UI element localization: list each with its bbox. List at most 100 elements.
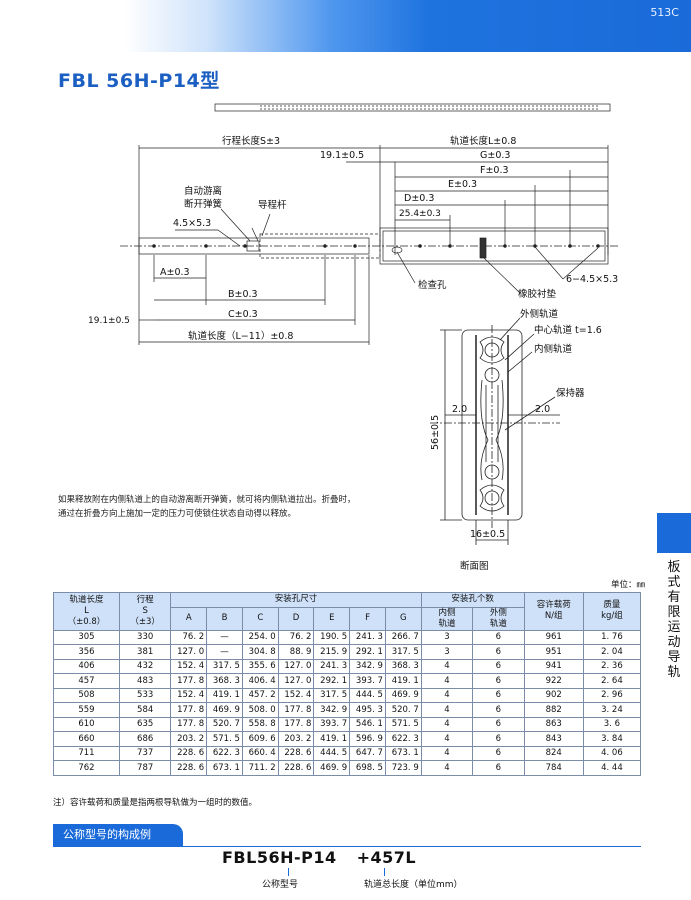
label-inspection-hole: 检查孔 <box>418 279 447 291</box>
table-cell: 317. 5 <box>206 658 243 674</box>
table-cell: 444. 5 <box>349 687 386 703</box>
table-cell: 660 <box>53 731 120 747</box>
table-cell: 711 <box>53 745 120 761</box>
table-cell: 356 <box>53 644 120 660</box>
side-char: 轨 <box>667 665 681 680</box>
table-cell: 381 <box>118 644 172 660</box>
table-cell: 673. 1 <box>384 745 422 761</box>
table-cell: 393. 7 <box>313 716 351 732</box>
table-cell: 88. 9 <box>277 644 315 660</box>
table-cell: 6 <box>472 673 525 689</box>
dim-19-1-top: 19.1±0.5 <box>320 150 364 161</box>
table-cell: 2. 04 <box>582 644 642 660</box>
model-caption: 公称型号 <box>262 880 299 890</box>
table-cell: 698. 5 <box>349 760 386 776</box>
header-banner: 513C <box>0 0 691 52</box>
table-cell: 6 <box>472 731 525 747</box>
dim-c: C±0.3 <box>228 309 258 320</box>
table-cell: 190. 5 <box>313 629 351 645</box>
table-cell: 6 <box>472 644 525 660</box>
table-cell: 292. 1 <box>313 673 351 689</box>
side-tab <box>657 513 691 553</box>
label-auto-spring-1: 自动游离 <box>184 185 222 197</box>
dim-height: 56±0.5 <box>430 415 441 450</box>
table-cell: 241. 3 <box>349 629 386 645</box>
table-cell: 393. 7 <box>349 673 386 689</box>
table-cell: — <box>206 644 243 660</box>
table-cell: 4 <box>420 702 474 718</box>
table-cell: 686 <box>118 731 172 747</box>
table-cell: 368. 3 <box>384 658 422 674</box>
table-cell: 571. 5 <box>206 731 243 747</box>
side-char: 导 <box>667 650 681 665</box>
model-code: FBL56H-P14 <box>222 848 337 867</box>
table-cell: 711. 2 <box>241 760 279 776</box>
table-cell: 152. 4 <box>170 687 208 703</box>
table-cell: 843 <box>523 731 584 747</box>
table-cell: 203. 2 <box>277 731 315 747</box>
model-example: FBL56H-P14+457L <box>222 848 436 867</box>
top-view-rail <box>214 103 611 112</box>
table-cell: 6 <box>472 745 525 761</box>
side-char: 动 <box>667 635 681 650</box>
table-cell: 6 <box>472 629 525 645</box>
table-cell: 406. 4 <box>241 673 279 689</box>
table-cell: 6 <box>472 760 525 776</box>
table-cell: 6 <box>472 658 525 674</box>
table-cell: 3 <box>420 644 474 660</box>
table-cell: 622. 3 <box>384 731 422 747</box>
table-cell: 203. 2 <box>170 731 208 747</box>
th-outer: 外侧轨道 <box>472 606 525 631</box>
cross-section-label: 断面图 <box>460 561 489 572</box>
table-cell: 3 <box>420 629 474 645</box>
table-cell: 457 <box>53 673 120 689</box>
table-cell: 177. 8 <box>277 702 315 718</box>
table-cell: 3. 84 <box>582 731 642 747</box>
table-cell: — <box>206 629 243 645</box>
th-hole-count: 安装孔个数 <box>420 592 525 608</box>
dim-gap-right: 2.0 <box>535 404 550 415</box>
table-cell: 4 <box>420 745 474 761</box>
suffix-caption: 轨道总长度（单位mm） <box>364 880 463 890</box>
label-retainer: 保持器 <box>556 387 585 399</box>
release-note: 如果释放附在内侧轨道上的自动游离断开弹簧，就可将内侧轨道拉出。折叠时，通过在折叠… <box>58 495 356 519</box>
table-cell: 304. 8 <box>241 644 279 660</box>
table-cell: 610 <box>53 716 120 732</box>
footnote: 注）容许载荷和质量是指两根导轨做为一组时的数值。 <box>53 798 258 808</box>
example-divider <box>53 846 641 847</box>
table-cell: 3. 6 <box>582 716 642 732</box>
table-cell: 584 <box>118 702 172 718</box>
table-cell: 177. 8 <box>277 716 315 732</box>
table-cell: 152. 4 <box>277 687 315 703</box>
table-cell: 342. 9 <box>313 702 351 718</box>
th-g: G <box>384 606 422 631</box>
side-char: 板 <box>667 560 681 575</box>
table-cell: 4 <box>420 716 474 732</box>
table-cell: 127. 0 <box>277 673 315 689</box>
table-cell: 419. 1 <box>206 687 243 703</box>
table-cell: 961 <box>523 629 584 645</box>
th-inner: 内侧轨道 <box>420 606 474 631</box>
table-cell: 6 <box>472 702 525 718</box>
table-cell: 305 <box>53 629 120 645</box>
th-f: F <box>349 606 386 631</box>
table-cell: 558. 8 <box>241 716 279 732</box>
label-rubber-pad: 橡胶衬垫 <box>518 288 557 300</box>
dim-g: G±0.3 <box>480 150 510 161</box>
label-hole-4-5: 4.5×5.3 <box>173 218 211 229</box>
table-cell: 254. 0 <box>241 629 279 645</box>
table-cell: 6 <box>472 716 525 732</box>
dim-rail-length: 轨道长度L±0.8 <box>450 135 516 147</box>
table-cell: 469. 9 <box>206 702 243 718</box>
table-cell: 419. 1 <box>384 673 422 689</box>
th-a: A <box>170 606 208 631</box>
table-cell: 787 <box>118 760 172 776</box>
